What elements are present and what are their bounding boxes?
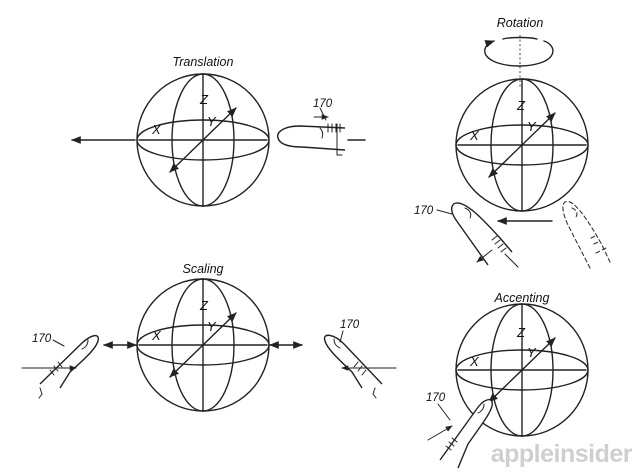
translation-panel: Translation X Y Z 170 — [71, 55, 366, 207]
accenting-title: Accenting — [494, 291, 550, 305]
axis-z-label: Z — [516, 98, 526, 113]
accenting-ref-leader — [437, 403, 451, 421]
scaling-ref-170-right: 170 — [340, 319, 360, 331]
translation-ref-170: 170 — [313, 98, 333, 110]
axis-y-label: Y — [527, 345, 537, 360]
axis-z-label: Z — [199, 298, 209, 313]
accenting-sphere: X Y Z — [455, 303, 589, 437]
axis-x-label: X — [469, 128, 480, 143]
axis-x-label: X — [151, 122, 162, 137]
translation-title: Translation — [173, 55, 234, 69]
accenting-ref-170: 170 — [426, 392, 446, 404]
axis-y-label: Y — [207, 319, 217, 334]
axis-y-label: Y — [527, 119, 537, 134]
appleinsider-watermark: appleinsider — [491, 440, 633, 468]
scaling-ref-170-left: 170 — [32, 333, 52, 345]
rotation-arrow — [484, 40, 554, 67]
scaling-finger-left — [21, 334, 99, 399]
scaling-panel: Scaling X Y Z 170 — [21, 262, 397, 412]
scaling-finger-right — [323, 334, 397, 399]
scaling-title: Scaling — [183, 262, 224, 276]
rotation-ref-leader — [436, 209, 453, 215]
translation-finger — [277, 114, 346, 156]
rotation-sphere: X Y Z — [455, 78, 589, 212]
rotation-panel: Rotation X Y Z — [414, 16, 611, 269]
axis-z-label: Z — [516, 325, 526, 340]
scaling-sphere: X Y Z — [136, 278, 270, 412]
accenting-finger — [427, 399, 493, 469]
axis-z-label: Z — [199, 92, 209, 107]
rotation-ref-170: 170 — [414, 205, 434, 217]
axis-x-label: X — [151, 328, 162, 343]
rotation-finger — [451, 202, 519, 268]
accenting-panel: Accenting X Y Z 170 — [426, 291, 589, 469]
translation-ref-leader — [319, 107, 327, 121]
translation-sphere: X Y Z — [136, 73, 270, 207]
axis-y-label: Y — [207, 114, 217, 129]
axis-x-label: X — [469, 354, 480, 369]
rotation-finger-ghost — [562, 200, 611, 269]
rotation-title: Rotation — [497, 16, 544, 30]
